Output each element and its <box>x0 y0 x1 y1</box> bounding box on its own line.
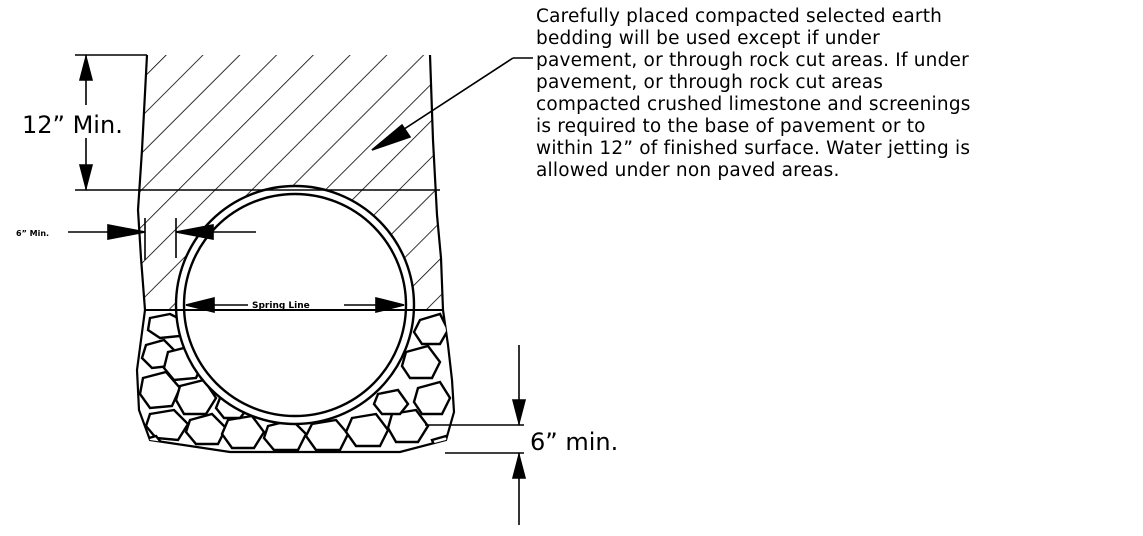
spring-line-label: Spring Line <box>252 301 310 311</box>
side-dimension-label: 6” Min. <box>16 229 49 238</box>
side-dimension <box>68 218 256 260</box>
trench-outline <box>135 54 456 454</box>
top-dimension <box>75 53 440 192</box>
bottom-dimension-label: 6” min. <box>530 428 618 456</box>
top-dimension-label: 12” Min. <box>22 111 123 139</box>
stone-bedding <box>138 312 454 452</box>
note-leader <box>371 57 533 151</box>
bedding-note: Carefully placed compacted selected eart… <box>536 6 971 181</box>
bottom-dimension <box>425 345 527 525</box>
earth-backfill <box>138 55 443 310</box>
pipe <box>174 184 416 426</box>
spring-line-dimension <box>185 296 405 314</box>
